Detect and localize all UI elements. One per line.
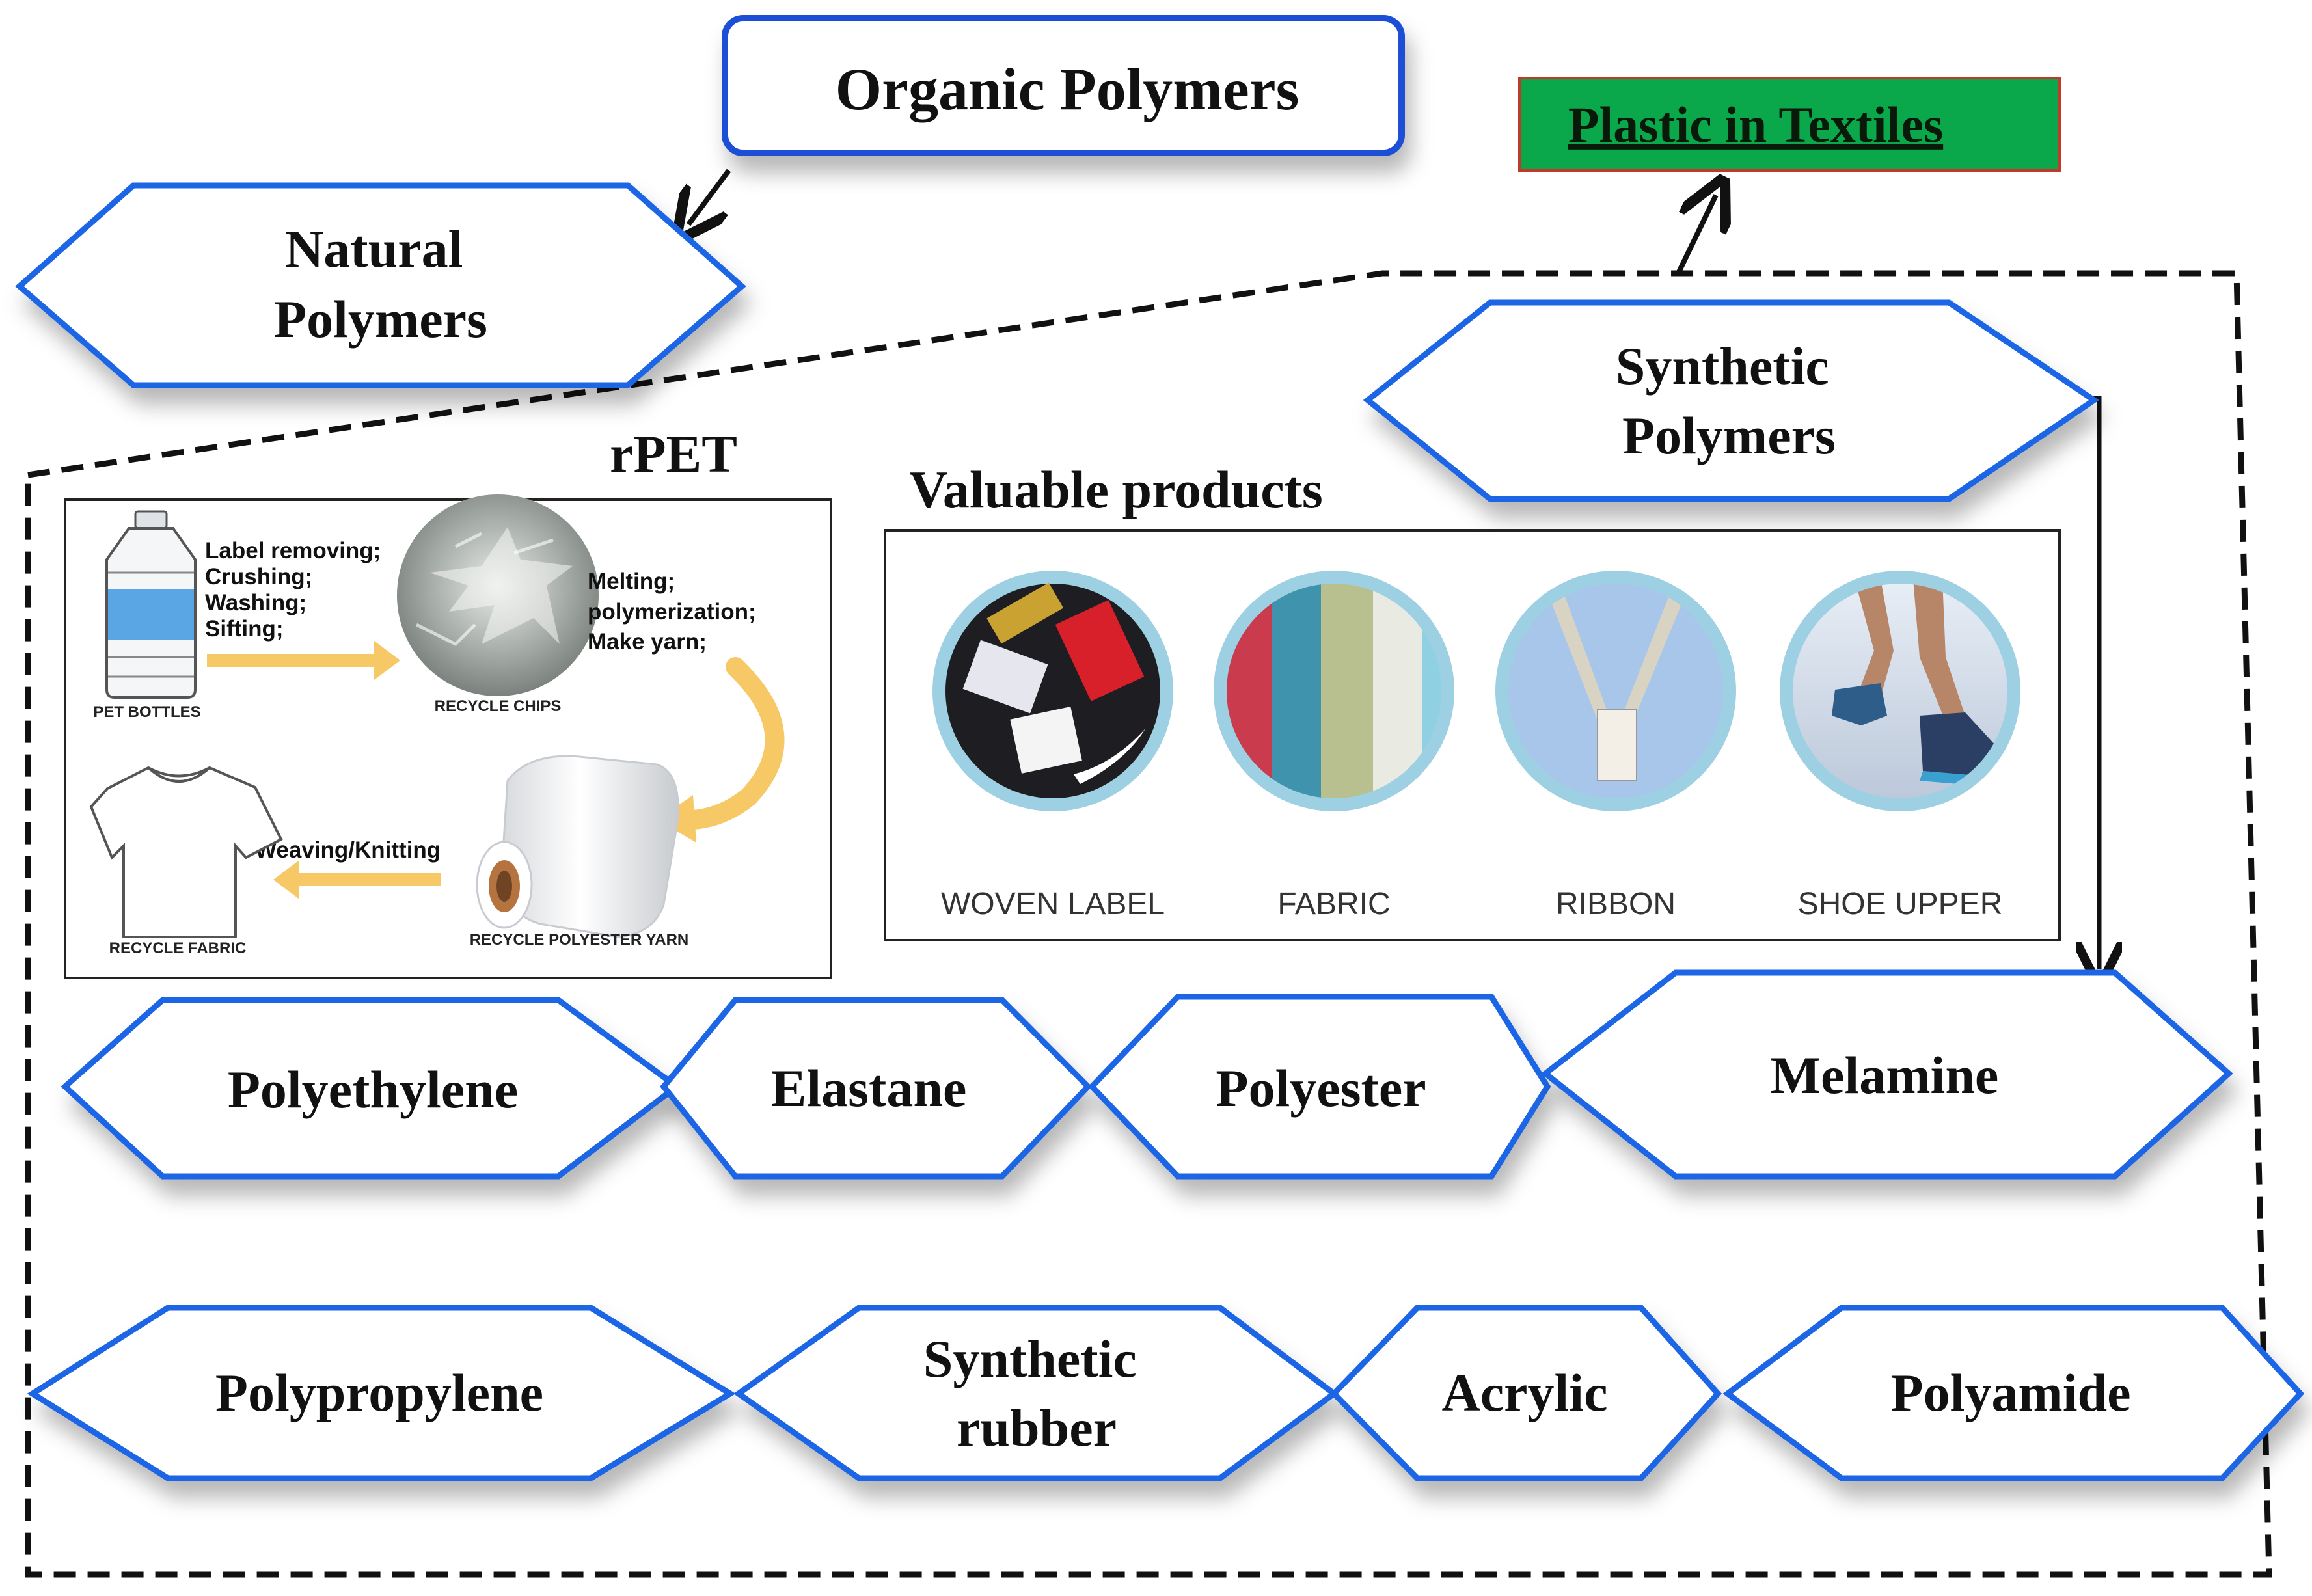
synthetic-polymers-hex [1363, 299, 2100, 502]
melamine-hex [1540, 969, 2233, 1180]
rpet-heading: rPET [610, 424, 737, 483]
synthetic-polymers-line2: Polymers [1622, 406, 1836, 465]
arrow-region-to-textiles [1676, 195, 1716, 273]
arrow-organic-to-natural [688, 169, 731, 224]
melamine-label: Melamine [1771, 1046, 1999, 1105]
valuable-products-heading: Valuable products [909, 460, 1323, 519]
product-label-woven: WOVEN LABEL [941, 887, 1165, 921]
caption-recycle-chips: RECYCLE CHIPS [435, 697, 562, 715]
ribbon-icon [1495, 571, 1736, 811]
natural-polymers-line2: Polymers [274, 290, 487, 349]
shoe-upper-icon [1780, 571, 2020, 811]
svg-text:Melting; polymerization;: Melting; polymerization; Make yarn; [588, 569, 762, 655]
polyester-hex [1087, 994, 1551, 1180]
caption-pet-bottles: PET BOTTLES [93, 703, 200, 721]
synthetic-rubber-line2: rubber [957, 1398, 1117, 1457]
step2-line3: Make yarn; [588, 629, 707, 655]
elastane-label: Elastane [771, 1059, 967, 1118]
svg-text:Label removing; Crushing: Label removing; Crushing; Washing; Sifti… [205, 538, 387, 642]
step3-label: Weaving/Knitting [255, 837, 441, 863]
product-label-ribbon: RIBBON [1556, 887, 1676, 921]
acrylic-label: Acrylic [1442, 1363, 1608, 1422]
arrow-synthetic-to-melamine [2090, 396, 2099, 969]
step1-line2: Crushing; [205, 564, 312, 589]
synthetic-rubber-line1: Synthetic [923, 1329, 1137, 1388]
step2-line1: Melting; [588, 569, 675, 594]
natural-polymers-line1: Natural [285, 219, 463, 278]
arrow-yarn-to-fabric [273, 860, 441, 899]
product-label-shoe: SHOE UPPER [1798, 887, 2003, 921]
svg-text:Synthetic rubber: Synthetic rubber [923, 1329, 1150, 1457]
caption-recycle-yarn: RECYCLE POLYESTER YARN [470, 931, 689, 949]
plastic-in-textiles-label: Plastic in Textiles [1568, 96, 1943, 153]
step1-line1: Label removing; [205, 538, 381, 563]
acrylic-hex [1329, 1305, 1722, 1481]
arrow-bottles-to-chips [207, 641, 400, 680]
yarn-spool-icon [476, 755, 679, 938]
tshirt-icon [89, 766, 283, 938]
synthetic-polymers-line1: Synthetic [1616, 336, 1829, 396]
step2-line2: polymerization; [588, 599, 756, 625]
caption-recycle-fabric: RECYCLE FABRIC [109, 940, 247, 957]
bottle-icon [105, 510, 197, 699]
natural-polymers-hex [15, 182, 746, 388]
step1-line3: Washing; [205, 590, 306, 615]
products-panel: WOVEN LABEL FABRIC RIBB [884, 529, 2061, 941]
woven-label-icon [932, 571, 1173, 811]
polyamide-label: Polyamide [1891, 1363, 2131, 1422]
svg-text:Synthetic Polymers: Synthetic Polymers [1616, 336, 1843, 465]
arrow-chips-to-yarn [667, 657, 785, 830]
svg-text:Natural Polymers: Natural Polymers [274, 219, 487, 349]
polypropylene-hex [27, 1305, 736, 1481]
product-label-fabric: FABRIC [1277, 887, 1390, 921]
plastic-in-textiles-box: Plastic in Textiles [1518, 77, 2061, 172]
fabric-icon [1214, 571, 1454, 811]
polypropylene-label: Polypropylene [215, 1363, 543, 1422]
chips-icon [397, 494, 599, 696]
organic-polymers-box: Organic Polymers [722, 15, 1405, 156]
organic-polymers-title: Organic Polymers [836, 56, 1299, 122]
step1-line4: Sifting; [205, 616, 284, 642]
polyamide-hex [1722, 1305, 2305, 1481]
polyethylene-label: Polyethylene [228, 1060, 518, 1119]
polyester-label: Polyester [1216, 1059, 1426, 1118]
rpet-process-panel: PET BOTTLES Label removing; Crushing; Wa… [64, 494, 832, 979]
